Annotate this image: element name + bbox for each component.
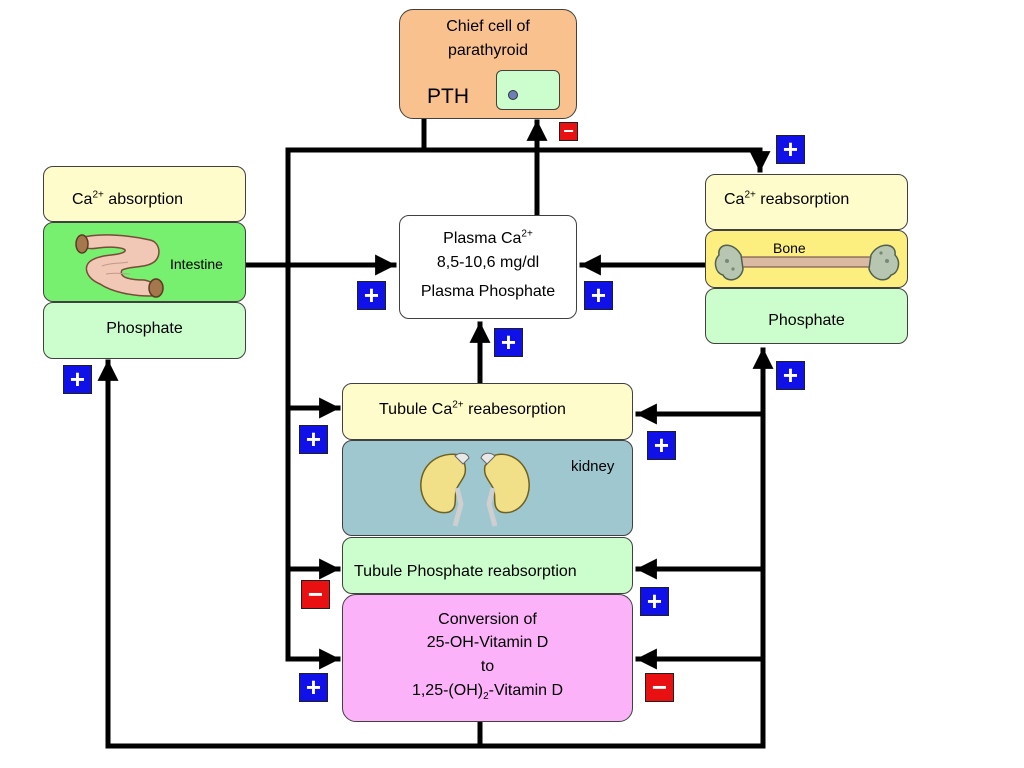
bone-phosphate-box: Phosphate [705, 288, 908, 344]
kidney-icon [420, 452, 530, 527]
intestine-phosphate-label: Phosphate [106, 320, 183, 337]
plasma-box: Plasma Ca2+ 8,5-10,6 mg/dl Plasma Phosph… [399, 215, 577, 319]
tubule-ca-box: Tubule Ca2+ reabesorption [342, 383, 633, 440]
intestine-label: Intestine [170, 256, 223, 272]
vitd-tubule-ca-plus: + [647, 431, 676, 460]
intestine-to-plasma-plus: + [357, 281, 386, 310]
pth-to-bone-line [421, 147, 771, 173]
bone-to-plasma-plus: + [584, 281, 613, 310]
bone-ca-reabsorption-label: Ca2+ reabsorption [724, 189, 850, 208]
intestine-ca-absorption-box: Ca2+ absorption [43, 166, 246, 222]
intestine-ca-absorption-label: Ca2+ absorption [72, 189, 184, 208]
intestine-icon [75, 234, 164, 298]
vitamin-d-output-line [97, 359, 483, 749]
vitd-conversion-minus: − [645, 673, 674, 702]
tubule-ca-label: Tubule Ca2+ reabesorption [379, 399, 566, 418]
bone-ca-reabsorption-box: Ca2+ reabsorption [705, 174, 908, 230]
bone-icon [714, 244, 900, 281]
bone-label: Bone [773, 240, 806, 256]
cell-nucleus-icon [508, 90, 518, 100]
pth-tubule-ca-plus: + [299, 425, 328, 454]
bone-phosphate-label: Phosphate [768, 312, 845, 329]
conversion-line1: Conversion of [438, 611, 537, 628]
conversion-line2: 25-OH-Vitamin D [426, 634, 549, 651]
cell-icon [496, 70, 560, 110]
kidney-label: kidney [571, 458, 615, 475]
conversion-line3: to [480, 658, 495, 675]
pth-cell-title-line2: parathyroid [447, 42, 529, 59]
pth-cell-title-line1: Chief cell of [446, 18, 530, 35]
pth-conversion-plus: + [299, 673, 328, 702]
intestine-phosphate-box: Phosphate [43, 302, 246, 359]
pth-output-line [285, 117, 427, 662]
plasma-ca-label: Plasma Ca2+ [443, 228, 533, 247]
vitd-to-intestine-plus: + [63, 365, 92, 394]
tubule-phosphate-label: Tubule Phosphate reabsorption [354, 563, 577, 580]
pth-label: PTH [427, 85, 469, 108]
conversion-box: Conversion of 25-OH-Vitamin D to 1,25-(O… [342, 594, 633, 722]
pth-cell-box: Chief cell of parathyroid PTH [399, 9, 577, 119]
pth-feedback-minus: − [559, 122, 578, 141]
kidney-box: kidney [342, 440, 633, 536]
bone-box: Bone [705, 230, 908, 288]
tubule-phosphate-box: Tubule Phosphate reabsorption [342, 537, 633, 594]
plasma-phosphate-label: Plasma Phosphate [420, 283, 556, 300]
kidney-to-plasma-plus: + [494, 328, 523, 357]
intestine-box: Intestine [43, 222, 246, 302]
vitamin-d-right-line [477, 347, 774, 749]
plasma-ca-range: 8,5-10,6 mg/dl [436, 254, 540, 271]
conversion-line4: 1,25-(OH)2-Vitamin D [411, 682, 564, 703]
pth-tubule-phosphate-minus: − [301, 580, 330, 609]
bone-pth-plus: + [776, 135, 805, 164]
vitd-tubule-phosphate-plus: + [640, 587, 669, 616]
vitd-to-bone-plus: + [776, 361, 805, 390]
